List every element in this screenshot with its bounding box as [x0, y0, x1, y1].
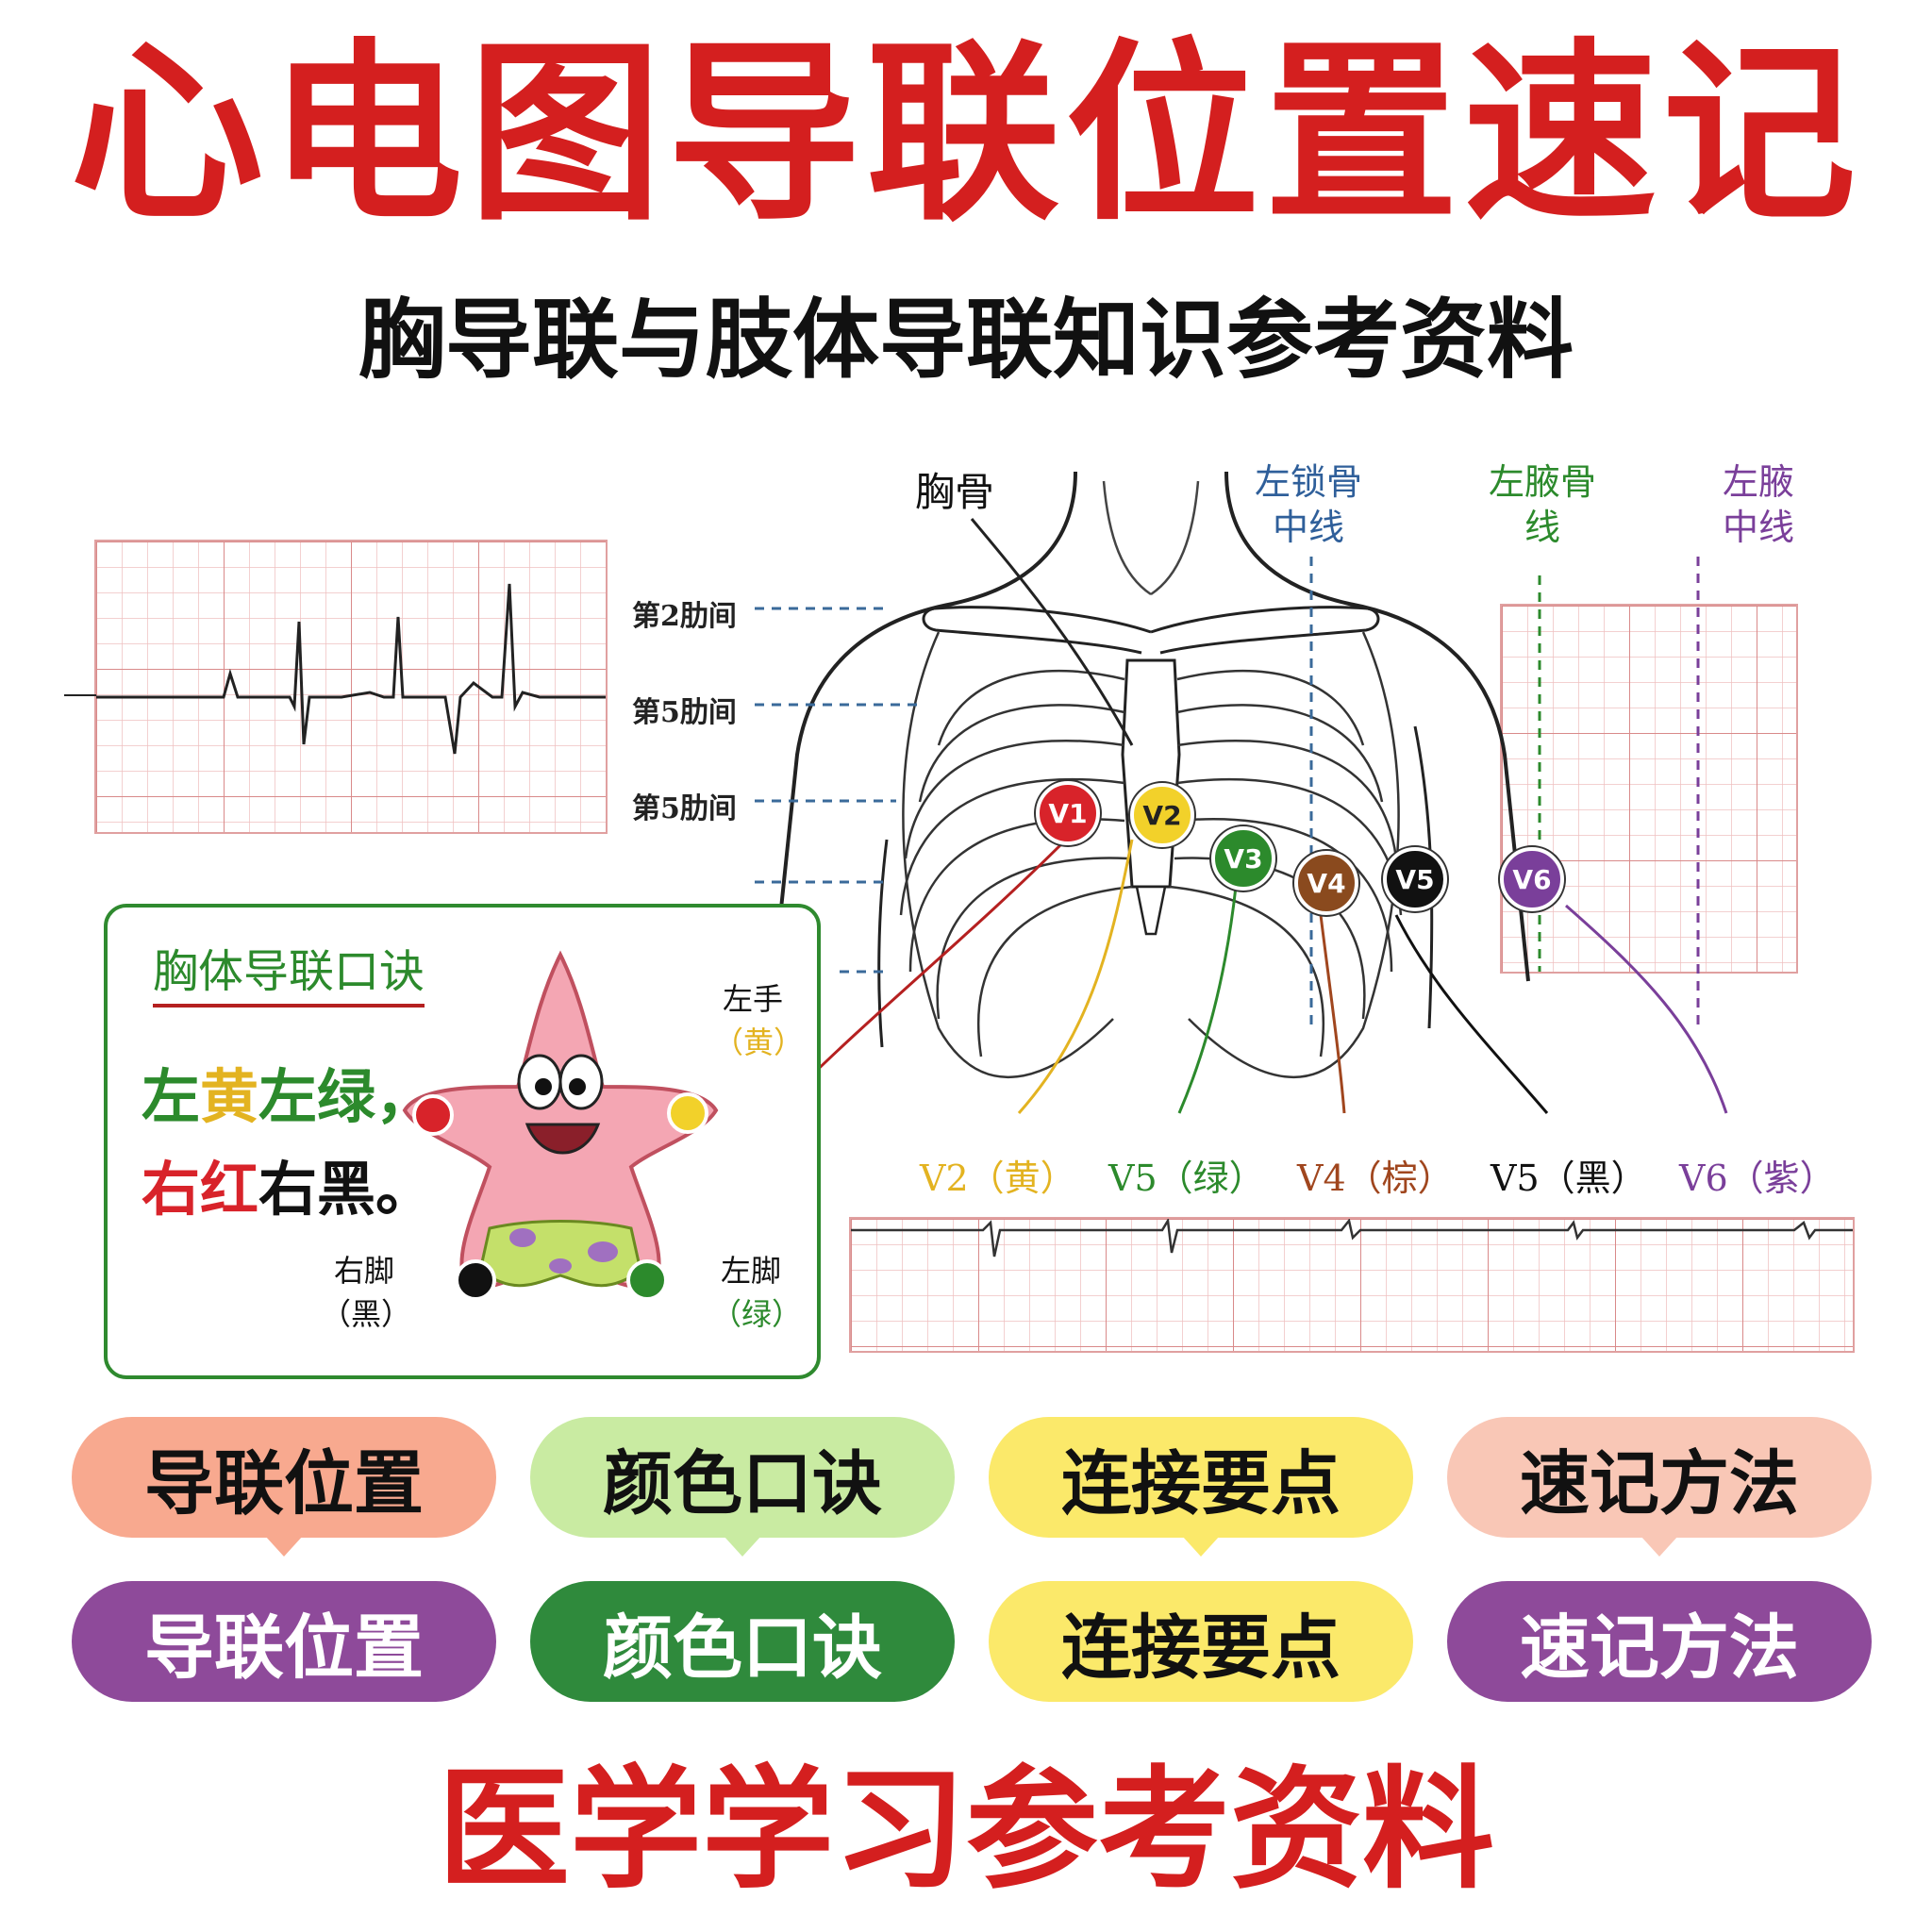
- midclavicular-label: 左锁骨中线: [1255, 461, 1363, 548]
- left-foot-label: 左脚: [721, 1253, 782, 1289]
- torso-outline-left: [772, 471, 1077, 982]
- page-title: 心电图导联位置速记: [70, 21, 1862, 247]
- bottom-lead-v4: V4（棕）: [1297, 1158, 1454, 1199]
- footer-text: 医学学习参考资料: [437, 1753, 1494, 1907]
- starfish-character: [402, 950, 719, 1301]
- pill-lead-position[interactable]: 导联位置: [72, 1417, 496, 1557]
- electrode-v6[interactable]: V6: [1500, 847, 1564, 911]
- pill-label: 速记方法: [1520, 1442, 1799, 1524]
- pill-color-mnemonic[interactable]: 颜色口诀: [530, 1417, 955, 1557]
- pill-connection-points-2[interactable]: 连接要点: [989, 1581, 1413, 1702]
- ecg-strip-top-svg: [96, 541, 606, 832]
- pill-label: 导联位置: [144, 1442, 424, 1524]
- ribs-right: [1169, 669, 1403, 1058]
- left-hand-color: （黄）: [713, 1024, 805, 1060]
- mnemonic-word: 黄: [200, 1062, 259, 1131]
- right-foot-black-electrode: [455, 1259, 496, 1301]
- mnemonic-line-2: 右红右黑。: [142, 1141, 434, 1226]
- pill-lead-position-2[interactable]: 导联位置: [72, 1581, 496, 1702]
- mid-axillary-label: 左腋中线: [1723, 461, 1795, 548]
- mnemonic-word: 右红: [142, 1155, 259, 1224]
- mnemonic-word: 左: [142, 1062, 201, 1131]
- electrode-v1[interactable]: V1: [1036, 781, 1100, 845]
- sternum: [1121, 658, 1181, 889]
- anterior-axillary-label: 左腋骨线: [1489, 461, 1597, 548]
- bottom-lead-v5-black: V5（黑）: [1491, 1158, 1647, 1199]
- electrode-v5[interactable]: V5: [1383, 847, 1447, 911]
- pill-label: 速记方法: [1520, 1607, 1799, 1689]
- mnemonic-card: 胸体导联口诀 左黄左绿， 右红右黑。 左手 （黄） 右脚 （黑） 左脚 （绿）: [104, 904, 821, 1379]
- bottom-lead-v5-green: V5（绿）: [1108, 1158, 1265, 1199]
- pill-label: 连接要点: [1061, 1442, 1341, 1524]
- left-foot-green-electrode: [626, 1259, 668, 1301]
- electrode-v4[interactable]: V4: [1294, 851, 1358, 915]
- ecg-strip-top: [94, 540, 608, 834]
- right-foot-label: 右脚: [334, 1253, 395, 1289]
- pill-connection-points[interactable]: 连接要点: [989, 1417, 1413, 1557]
- pill-memory-method[interactable]: 速记方法: [1447, 1417, 1872, 1557]
- mnemonic-word: 左绿，: [258, 1062, 435, 1131]
- page-subtitle: 胸导联与肢体导联知识参考资料: [358, 290, 1574, 391]
- right-arm-red-electrode: [412, 1094, 454, 1136]
- torso-outline-right: [1224, 471, 1530, 982]
- ribs-left: [899, 669, 1133, 1058]
- left-foot-color: （绿）: [711, 1296, 803, 1332]
- bottom-lead-v2: V2（黄）: [920, 1158, 1076, 1199]
- ecg-strip-bottom: [849, 1217, 1855, 1353]
- mnemonic-line-1: 左黄左绿，: [142, 1049, 434, 1134]
- mnemonic-title: 胸体导联口诀: [153, 934, 425, 1008]
- intercostal-label-5b: 第5肋间: [632, 792, 737, 825]
- electrode-v2[interactable]: V2: [1130, 783, 1194, 847]
- pill-color-mnemonic-2[interactable]: 颜色口诀: [530, 1581, 955, 1702]
- left-arm-yellow-electrode: [667, 1092, 708, 1134]
- sternum-pointer: [970, 518, 1134, 746]
- intercostal-label-2: 第2肋间: [632, 600, 737, 633]
- pill-label: 连接要点: [1061, 1607, 1341, 1689]
- mnemonic-word: 右黑。: [258, 1155, 435, 1224]
- intercostal-dashes: [755, 607, 924, 974]
- electrode-v3[interactable]: V3: [1211, 826, 1275, 891]
- intercostal-label-5a: 第5肋间: [632, 696, 737, 729]
- right-foot-color: （黑）: [321, 1296, 412, 1332]
- ecg-grid-right: [1500, 604, 1798, 974]
- pill-label: 颜色口诀: [603, 1607, 882, 1689]
- pill-label: 导联位置: [144, 1607, 424, 1689]
- ecg-lead-line: [64, 694, 96, 696]
- pill-label: 颜色口诀: [603, 1442, 882, 1524]
- sternum-label: 胸骨: [915, 469, 995, 515]
- pill-memory-method-2[interactable]: 速记方法: [1447, 1581, 1872, 1702]
- left-hand-label: 左手: [723, 981, 784, 1017]
- bottom-lead-v6: V6（紫）: [1679, 1158, 1836, 1199]
